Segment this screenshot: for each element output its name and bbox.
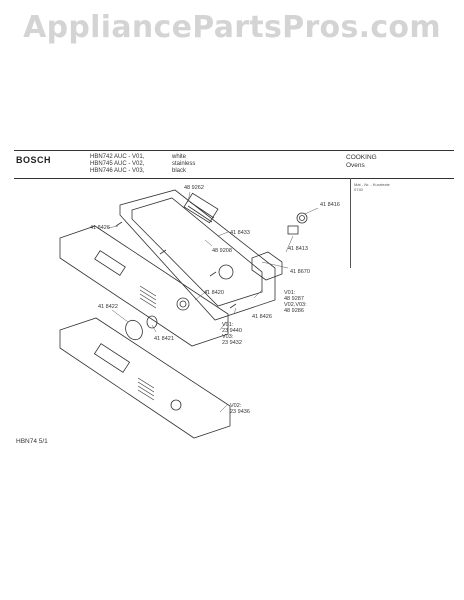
rear-frame <box>119 189 276 321</box>
rear-frame-inner <box>131 197 263 307</box>
part-label: 41 8420 <box>204 290 224 296</box>
part-label: 41 8413 <box>288 246 308 252</box>
model-row: HBN745 AUC - V02, stainless <box>90 161 195 168</box>
screws <box>115 221 237 309</box>
part-label: V02,V03: <box>284 302 307 308</box>
category-block: COOKING Ovens <box>346 154 377 169</box>
part-label: 41 8421 <box>154 336 174 342</box>
panel-display <box>94 250 126 276</box>
panel-knob-socket <box>176 297 190 311</box>
part-label: 48 9286 <box>284 308 304 314</box>
brand-label: BOSCH <box>16 155 52 165</box>
category-label: COOKING <box>346 154 377 161</box>
control-knob <box>125 319 143 341</box>
model-code: HBN742 AUC - V01, <box>90 154 145 160</box>
model-finish: stainless <box>172 161 196 167</box>
switch-housing <box>251 251 283 281</box>
header-top-rule <box>14 150 454 151</box>
part-label: 41 8426 <box>90 225 110 231</box>
model-code: HBN745 AUC - V02, <box>90 161 145 167</box>
part-label: 41 8416 <box>320 202 340 208</box>
part-label: V02: <box>230 403 242 409</box>
part-label: 48 9262 <box>184 185 204 191</box>
front-display <box>93 343 131 373</box>
control-panel <box>59 225 229 347</box>
header-bottom-rule <box>14 178 454 179</box>
part-label: 41 8426 <box>252 314 272 320</box>
model-list: HBN742 AUC - V01, white HBN745 AUC - V02… <box>90 154 195 175</box>
front-panel <box>59 317 231 439</box>
part-label: 23 9440 <box>222 328 242 334</box>
frame-opening <box>218 264 234 280</box>
vent-grille <box>183 192 219 224</box>
part-label: V01: <box>222 322 234 328</box>
part-label: 23 9432 <box>222 340 242 346</box>
watermark: AppliancePartsPros.com <box>23 10 441 45</box>
model-finish: black <box>172 168 187 174</box>
page-footer: HBN74 5/1 <box>16 438 48 445</box>
notes-line: 0740 <box>354 187 363 192</box>
part-label: 41 8422 <box>98 304 118 310</box>
model-code: HBN746 AUC - V03, <box>90 168 145 174</box>
model-row: HBN746 AUC - V03, black <box>90 168 195 175</box>
switch-knob <box>296 212 308 224</box>
model-row: HBN742 AUC - V01, white <box>90 154 195 161</box>
part-label: 41 8670 <box>290 269 310 275</box>
part-label: V01: <box>284 290 296 296</box>
part-label: 41 8433 <box>230 230 250 236</box>
part-label: 48 9287 <box>284 296 304 302</box>
model-finish: white <box>172 154 187 160</box>
part-label: 23 9436 <box>230 409 250 415</box>
notes-block: Mat - Nr. - Kurztexte 0740 <box>354 182 390 192</box>
subcategory-label: Ovens <box>346 161 365 169</box>
part-label: V03: <box>222 334 234 340</box>
part-label: 48 9208 <box>212 248 232 254</box>
notes-divider <box>350 178 351 268</box>
notes-line: Mat - Nr. - Kurztexte <box>354 182 390 187</box>
